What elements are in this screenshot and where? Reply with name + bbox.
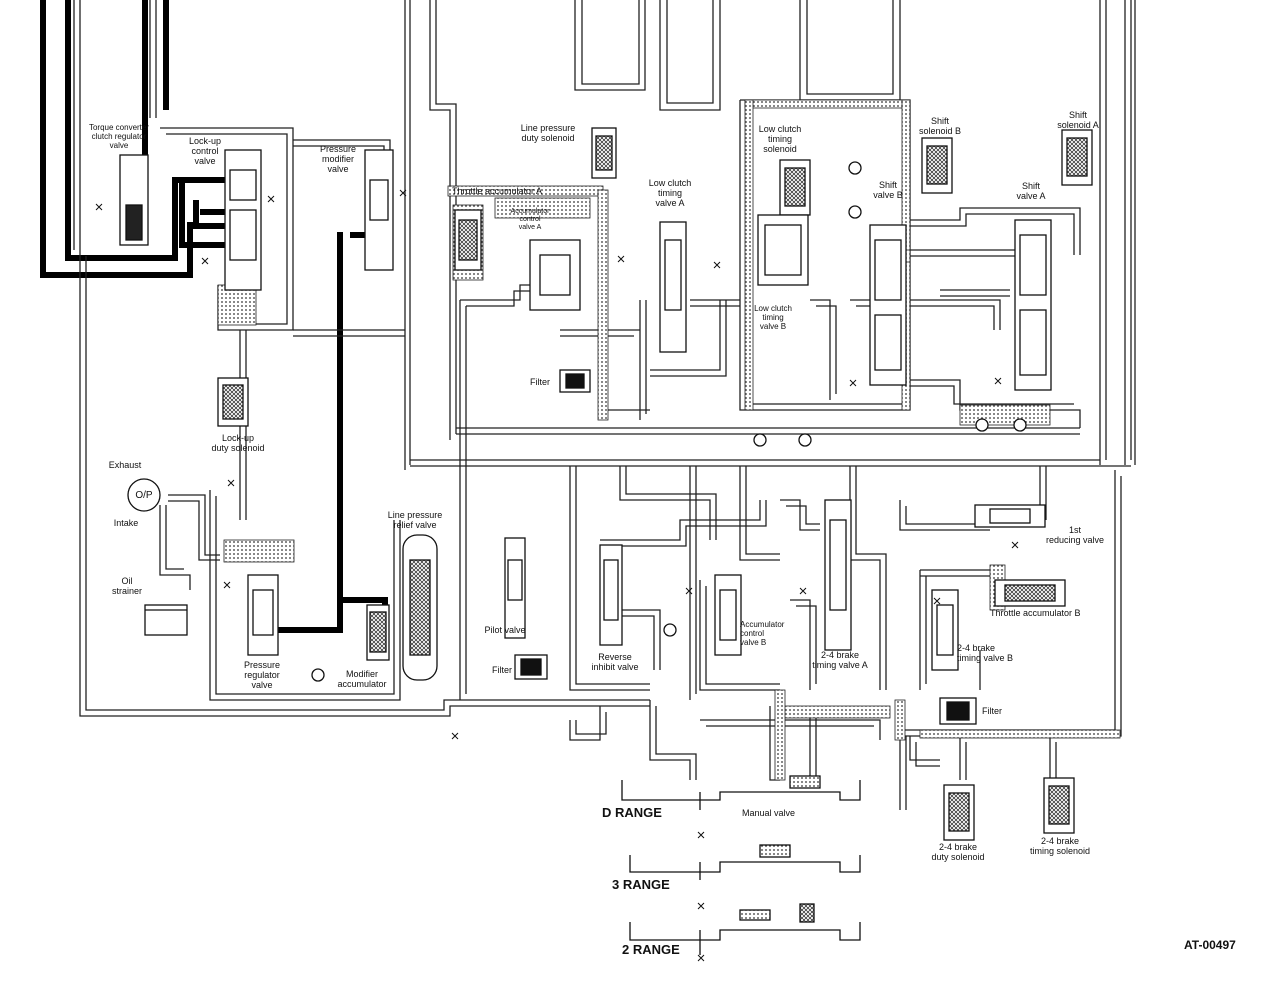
shift-solenoid-b-label: Shift solenoid B bbox=[918, 116, 962, 136]
exhaust-marks bbox=[95, 189, 1019, 962]
reverse-inhibit-valve-label: Reverse inhibit valve bbox=[591, 652, 639, 672]
manual-valve-label: Manual valve bbox=[742, 808, 796, 818]
brake-24-timing-solenoid-label: 2-4 brake timing solenoid bbox=[1029, 836, 1091, 856]
shift-valve-b-label: Shift valve B bbox=[873, 180, 903, 200]
2-range-label: 2 RANGE bbox=[622, 942, 680, 957]
line-pressure-duty-solenoid-label: Line pressure duty solenoid bbox=[520, 123, 576, 143]
filter-label: Filter bbox=[530, 377, 550, 387]
exhaust-label: Exhaust bbox=[108, 460, 142, 470]
diagram-code: AT-00497 bbox=[1184, 938, 1236, 952]
accumulator-control-valve-a-label: Accumulator control valve A bbox=[510, 208, 550, 231]
pilot-valve-label: Pilot valve bbox=[484, 625, 526, 635]
brake-24-timing-valve-b-label: 2-4 brake timing valve B bbox=[957, 643, 1014, 663]
lockup-duty-solenoid-label: Lock-up duty solenoid bbox=[211, 433, 265, 453]
manual-valve-positions bbox=[621, 775, 861, 955]
low-clutch-timing-valve-a-label: Low clutch timing valve A bbox=[648, 178, 692, 208]
3-range-label: 3 RANGE bbox=[612, 877, 670, 892]
lockup-pressure-circuit bbox=[40, 0, 388, 660]
brake-24-duty-solenoid-label: 2-4 brake duty solenoid bbox=[931, 842, 985, 862]
line-pressure-relief-valve-label: Line pressure relief valve bbox=[387, 510, 443, 530]
shift-solenoid-a-label: Shift solenoid A bbox=[1057, 110, 1099, 130]
filter-label-2: Filter bbox=[492, 665, 512, 675]
throttle-accumulator-a-label: Throttle accumulator A bbox=[452, 186, 543, 196]
accumulator-control-valve-b-label: Accumulator control valve B bbox=[740, 620, 785, 647]
modifier-accumulator-label: Modifier accumulator bbox=[337, 669, 387, 689]
low-clutch-timing-solenoid-label: Low clutch timing solenoid bbox=[758, 124, 802, 154]
torque-converter-valve-label: Torque converter clutch regulator valve bbox=[88, 123, 150, 150]
low-clutch-timing-valve-b-label: Low clutch timing valve B bbox=[754, 304, 792, 331]
hydraulic-passages bbox=[73, 0, 1136, 810]
pressure-regulator-valve-label: Pressure regulator valve bbox=[243, 660, 280, 690]
oil-strainer-label: Oil strainer bbox=[111, 576, 142, 596]
shift-valve-a-label: Shift valve A bbox=[1016, 181, 1046, 201]
brake-24-timing-valve-a-label: 2-4 brake timing valve A bbox=[812, 650, 868, 670]
intake-label: Intake bbox=[113, 518, 139, 528]
1st-reducing-valve-label: 1st reducing valve bbox=[1045, 525, 1105, 545]
lockup-control-valve-label: Lock-up control valve bbox=[188, 136, 222, 166]
throttle-accumulator-b-label: Throttle accumulator B bbox=[990, 608, 1081, 618]
op-pump-label: O/P bbox=[135, 490, 153, 501]
d-range-label: D RANGE bbox=[602, 805, 662, 820]
filter-label-3: Filter bbox=[982, 706, 1002, 716]
pressure-modifier-valve-label: Pressure modifier valve bbox=[319, 144, 356, 174]
valve-bodies bbox=[119, 127, 1093, 841]
